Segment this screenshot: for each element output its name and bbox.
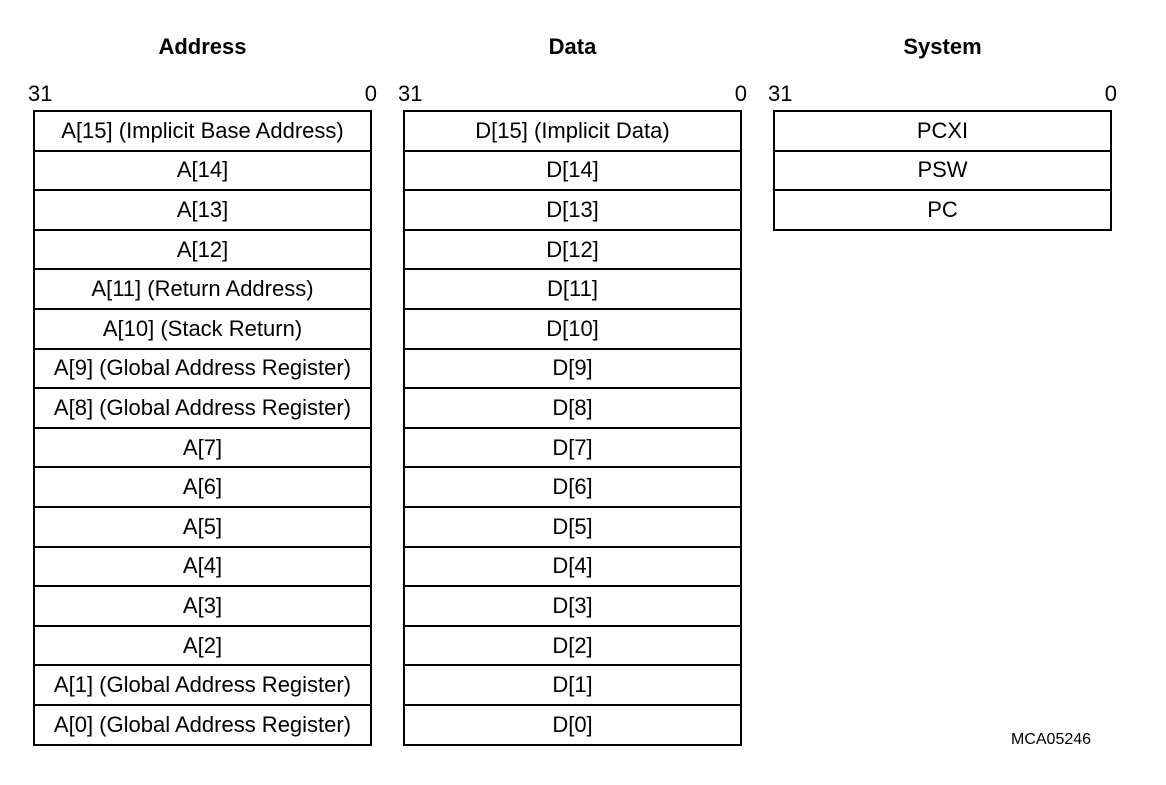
register-a9: A[9] (Global Address Register) [33,349,372,390]
register-d7: D[7] [403,428,742,469]
register-d12: D[12] [403,230,742,271]
register-pc: PC [773,191,1112,231]
data-register-stack: D[15] (Implicit Data) D[14] D[13] D[12] … [403,110,742,746]
register-d14: D[14] [403,151,742,192]
address-bit-low-label: 0 [364,81,377,106]
register-a1: A[1] (Global Address Register) [33,666,372,706]
register-a7: A[7] [33,428,372,469]
register-a8: A[8] (Global Address Register) [33,389,372,429]
data-bit-low-label: 0 [734,81,747,106]
register-a13: A[13] [33,191,372,231]
register-d2: D[2] [403,626,742,667]
register-d3: D[3] [403,587,742,627]
data-bit-high-label: 31 [398,81,423,106]
register-a12: A[12] [33,230,372,271]
register-d5: D[5] [403,507,742,548]
register-d8: D[8] [403,389,742,429]
data-group-title: Data [548,34,597,59]
register-a11: A[11] (Return Address) [33,270,372,310]
register-a5: A[5] [33,507,372,548]
register-a10: A[10] (Stack Return) [33,309,372,350]
system-bit-low-label: 0 [1104,81,1117,106]
register-d13: D[13] [403,191,742,231]
register-d4: D[4] [403,547,742,588]
register-a6: A[6] [33,468,372,508]
system-group-title: System [903,34,982,59]
register-a4: A[4] [33,547,372,588]
register-d15: D[15] (Implicit Data) [403,112,742,152]
figure-id-label: MCA05246 [1011,731,1092,748]
register-a0: A[0] (Global Address Register) [33,705,372,746]
register-psw: PSW [773,151,1112,192]
register-d11: D[11] [403,270,742,310]
register-pcxi: PCXI [773,112,1112,152]
register-a2: A[2] [33,626,372,667]
register-d10: D[10] [403,309,742,350]
register-d9: D[9] [403,349,742,390]
register-a15: A[15] (Implicit Base Address) [33,112,372,152]
system-bit-high-label: 31 [768,81,793,106]
register-a3: A[3] [33,587,372,627]
register-d0: D[0] [403,705,742,746]
address-register-stack: A[15] (Implicit Base Address) A[14] A[13… [33,110,372,746]
register-d1: D[1] [403,666,742,706]
register-d6: D[6] [403,468,742,508]
address-group-title: Address [158,34,247,59]
system-register-stack: PCXI PSW PC [773,110,1112,231]
address-bit-high-label: 31 [28,81,53,106]
register-a14: A[14] [33,151,372,192]
